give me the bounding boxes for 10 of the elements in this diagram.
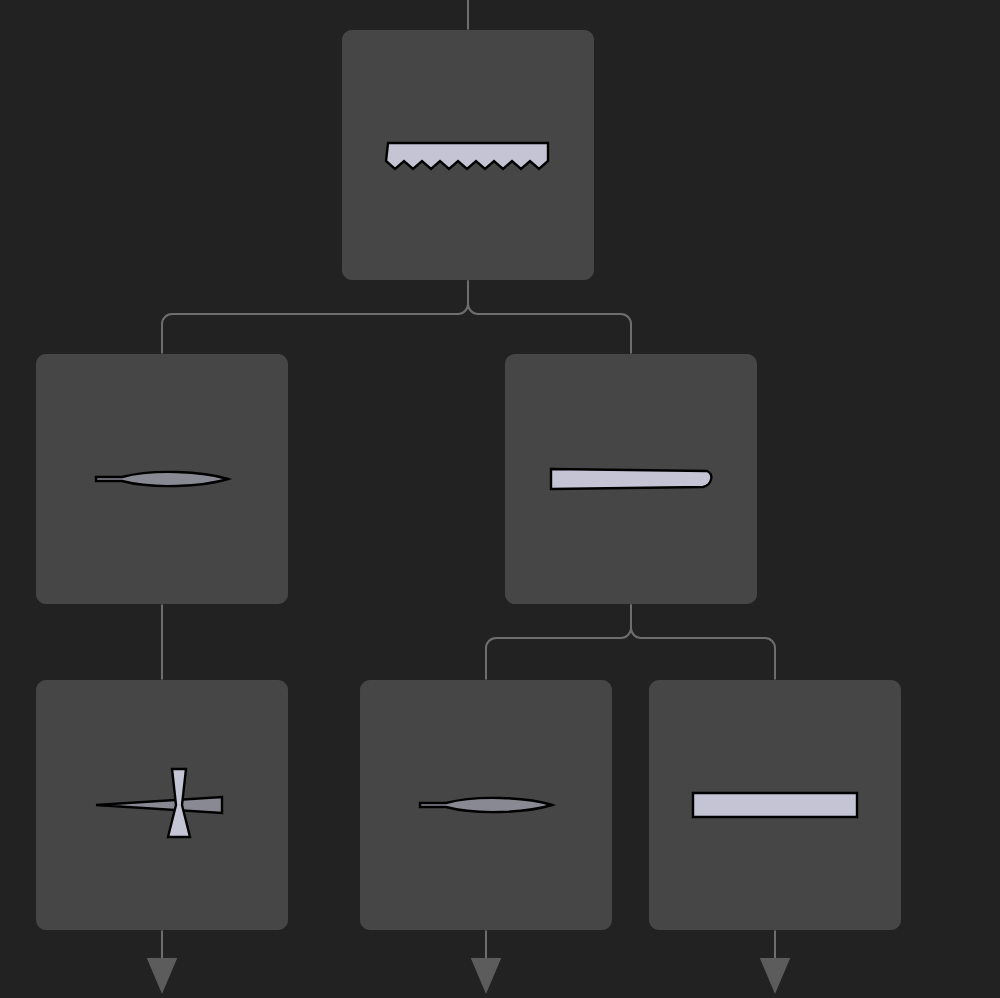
connector — [467, 279, 632, 355]
connector — [630, 603, 776, 681]
item-box — [36, 680, 288, 930]
connector — [161, 603, 163, 681]
connector — [467, 0, 469, 31]
item-box — [649, 680, 901, 930]
item-box — [36, 354, 288, 604]
item-box — [342, 30, 594, 280]
item-box — [360, 680, 612, 930]
item-box — [505, 354, 757, 604]
